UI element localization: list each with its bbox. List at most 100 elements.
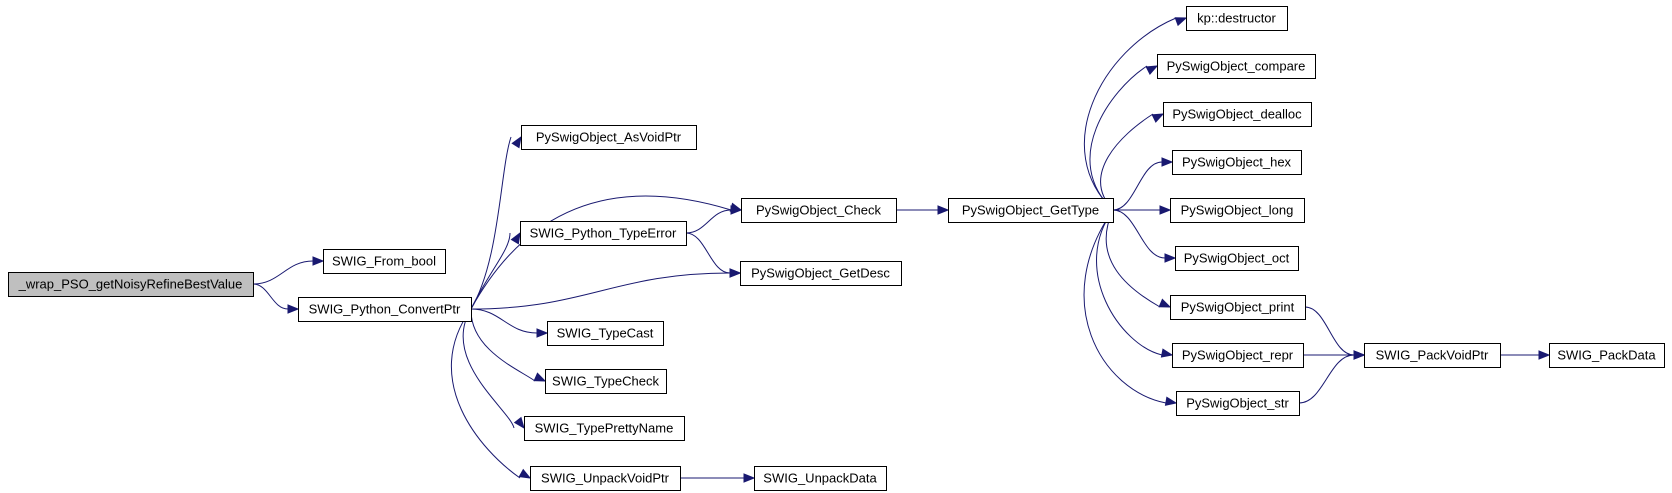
- node-as_void_ptr[interactable]: PySwigObject_AsVoidPtr: [521, 125, 697, 150]
- node-label: SWIG_UnpackData: [763, 471, 877, 486]
- node-type_check[interactable]: SWIG_TypeCheck: [545, 369, 667, 394]
- node-box: [1175, 246, 1299, 271]
- node-box: [520, 221, 687, 246]
- arrowhead-pack_void_ptr: [1353, 350, 1366, 360]
- arrowhead-check: [730, 205, 743, 215]
- node-box: [1186, 6, 1288, 31]
- node-type_pretty[interactable]: SWIG_TypePrettyName: [524, 416, 685, 441]
- arrowhead-get_desc: [729, 268, 742, 278]
- edge-get_type-to-print: [1105, 209, 1161, 308]
- arrowhead-type_error: [510, 231, 521, 245]
- node-convert_ptr[interactable]: SWIG_Python_ConvertPtr: [298, 297, 472, 322]
- node-oct[interactable]: PySwigObject_oct: [1175, 246, 1299, 271]
- node-str[interactable]: PySwigObject_str: [1176, 391, 1300, 416]
- edge-convert_ptr-to-as_void_ptr: [470, 136, 512, 310]
- node-label: PySwigObject_oct: [1184, 251, 1290, 266]
- node-hex[interactable]: PySwigObject_hex: [1172, 150, 1302, 175]
- node-label: SWIG_UnpackVoidPtr: [541, 471, 670, 486]
- node-box: [323, 249, 446, 274]
- node-box: [1364, 343, 1501, 368]
- node-box: [547, 321, 664, 346]
- node-box: [8, 272, 254, 297]
- node-label: PySwigObject_GetType: [962, 203, 1099, 218]
- node-label: SWIG_Python_ConvertPtr: [309, 302, 461, 317]
- arrowhead-hex: [1161, 157, 1174, 167]
- edge-wrap_pso-to-from_bool: [252, 260, 314, 285]
- edge-convert_ptr-to-type_cast: [470, 308, 538, 334]
- arrowhead-compare: [1145, 65, 1159, 75]
- node-box: [1163, 102, 1312, 127]
- edge-convert_ptr-to-check: [470, 195, 732, 310]
- arrowhead-type_cast: [536, 328, 549, 338]
- arrowhead-from_bool: [312, 256, 325, 266]
- edges-layer: [252, 17, 1551, 483]
- node-label: PySwigObject_GetDesc: [751, 266, 890, 281]
- edge-convert_ptr-to-get_desc: [470, 272, 731, 310]
- node-label: SWIG_TypePrettyName: [535, 421, 674, 436]
- node-unpack_data[interactable]: SWIG_UnpackData: [754, 466, 887, 491]
- node-label: PySwigObject_str: [1186, 396, 1289, 411]
- node-label: SWIG_Python_TypeError: [530, 226, 677, 241]
- arrowhead-type_pretty: [513, 416, 525, 430]
- edge-convert_ptr-to-type_check: [470, 308, 536, 382]
- node-box: [530, 466, 681, 491]
- node-label: PySwigObject_repr: [1182, 348, 1294, 363]
- node-label: SWIG_From_bool: [332, 254, 436, 269]
- node-box: [1170, 198, 1305, 223]
- node-box: [1172, 150, 1302, 175]
- node-type_cast[interactable]: SWIG_TypeCast: [547, 321, 664, 346]
- node-label: kp::destructor: [1197, 11, 1276, 26]
- node-type_error[interactable]: SWIG_Python_TypeError: [520, 221, 687, 246]
- edge-type_error-to-check: [685, 209, 732, 234]
- arrowhead-dealloc: [1151, 113, 1165, 123]
- nodes-layer: _wrap_PSO_getNoisyRefineBestValue SWIG_Fr…: [8, 6, 1665, 491]
- node-label: PySwigObject_hex: [1182, 155, 1292, 170]
- edge-get_type-to-destructor: [1084, 17, 1177, 211]
- node-box: [521, 125, 697, 150]
- edge-print-to-pack_void_ptr: [1304, 306, 1355, 356]
- edge-str-to-pack_void_ptr: [1298, 354, 1355, 404]
- node-label: SWIG_PackData: [1557, 348, 1656, 363]
- node-label: PySwigObject_print: [1181, 300, 1295, 315]
- node-compare[interactable]: PySwigObject_compare: [1157, 54, 1316, 79]
- node-label: SWIG_TypeCheck: [552, 374, 659, 389]
- arrowhead-print: [1158, 298, 1172, 308]
- node-pack_void_ptr[interactable]: SWIG_PackVoidPtr: [1364, 343, 1501, 368]
- node-box: [754, 466, 887, 491]
- node-from_bool[interactable]: SWIG_From_bool: [323, 249, 446, 274]
- edge-wrap_pso-to-convert_ptr: [252, 283, 289, 310]
- edge-get_type-to-str: [1083, 209, 1167, 404]
- node-get_type[interactable]: PySwigObject_GetType: [948, 198, 1114, 223]
- arrowhead-destructor: [1174, 17, 1188, 27]
- node-repr[interactable]: PySwigObject_repr: [1172, 343, 1304, 368]
- node-label: PySwigObject_Check: [756, 203, 881, 218]
- edge-type_error-to-get_desc: [685, 232, 731, 274]
- node-unpack_void_ptr[interactable]: SWIG_UnpackVoidPtr: [530, 466, 681, 491]
- edge-convert_ptr-to-type_error: [470, 232, 511, 310]
- arrowhead-unpack_void_ptr: [518, 468, 532, 479]
- node-box: [298, 297, 472, 322]
- node-destructor[interactable]: kp::destructor: [1186, 6, 1288, 31]
- node-box: [948, 198, 1114, 223]
- edge-get_type-to-repr: [1096, 209, 1163, 356]
- node-box: [740, 261, 902, 286]
- node-label: PySwigObject_AsVoidPtr: [536, 130, 682, 145]
- node-print[interactable]: PySwigObject_print: [1170, 295, 1306, 320]
- node-wrap_pso[interactable]: _wrap_PSO_getNoisyRefineBestValue: [8, 272, 254, 297]
- node-dealloc[interactable]: PySwigObject_dealloc: [1163, 102, 1312, 127]
- node-label: SWIG_PackVoidPtr: [1376, 348, 1489, 363]
- node-pack_data[interactable]: SWIG_PackData: [1549, 343, 1665, 368]
- arrowhead-repr: [1160, 348, 1174, 358]
- arrowhead-convert_ptr: [287, 304, 300, 314]
- edge-get_type-to-hex: [1112, 161, 1163, 211]
- node-label: PySwigObject_long: [1181, 203, 1294, 218]
- node-get_desc[interactable]: PySwigObject_GetDesc: [740, 261, 902, 286]
- arrowhead-get_type: [937, 205, 950, 215]
- node-long[interactable]: PySwigObject_long: [1170, 198, 1305, 223]
- node-check[interactable]: PySwigObject_Check: [741, 198, 897, 223]
- edge-get_type-to-compare: [1089, 65, 1148, 211]
- node-box: [524, 416, 685, 441]
- edge-get_type-to-oct: [1112, 209, 1166, 259]
- node-label: PySwigObject_dealloc: [1172, 107, 1302, 122]
